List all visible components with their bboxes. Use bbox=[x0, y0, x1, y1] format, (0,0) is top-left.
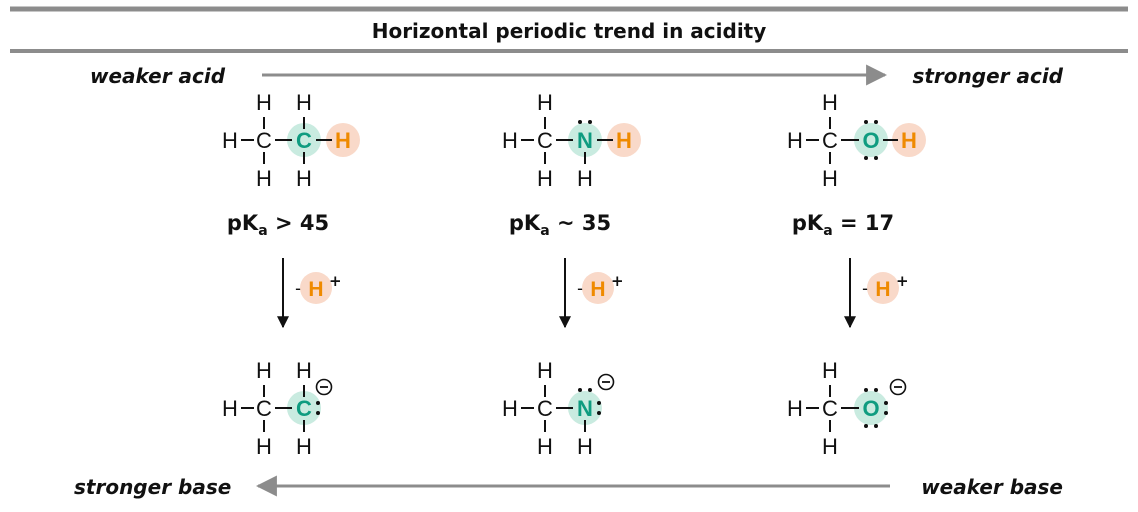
negative-charge-icon bbox=[597, 373, 615, 391]
hydrogen-atom-label: H bbox=[822, 166, 838, 191]
svg-text:pKa = 17: pKa = 17 bbox=[792, 211, 894, 239]
pka-label-methylamine: pKa ~ 35 bbox=[509, 211, 611, 239]
methylamide-anion-structure: H C H H N H bbox=[502, 358, 615, 459]
acidic-hydrogen-label: H bbox=[616, 128, 632, 153]
nitrogen-highlight bbox=[568, 391, 602, 425]
lone-pair-dots bbox=[578, 120, 592, 124]
proton-loss-label: - H + bbox=[577, 272, 624, 304]
svg-text:H: H bbox=[875, 278, 890, 301]
methoxide-anion-structure: H C H H O bbox=[787, 358, 907, 459]
carbon-highlight bbox=[287, 391, 321, 425]
pka-label-methane: pKa > 45 bbox=[227, 211, 329, 239]
svg-text:+: + bbox=[896, 272, 909, 290]
hydrogen-atom-label: H bbox=[787, 396, 803, 421]
oxygen-highlight bbox=[854, 123, 888, 157]
hydrogen-atom-label: H bbox=[537, 434, 553, 459]
stronger-acid-label: stronger acid bbox=[912, 64, 1063, 88]
proton-loss-label: - H + bbox=[862, 272, 909, 304]
hydrogen-atom-label: H bbox=[537, 90, 553, 115]
methanol-structure: H C H H O H bbox=[787, 90, 926, 191]
svg-text:H: H bbox=[590, 278, 605, 301]
hydrogen-atom-label: H bbox=[822, 358, 838, 383]
svg-text:-: - bbox=[295, 278, 302, 299]
hydrogen-atom-label: H bbox=[296, 358, 312, 383]
carbon-atom-label: C bbox=[256, 128, 272, 153]
nitrogen-highlight bbox=[568, 123, 602, 157]
carbon-atom-label: C bbox=[256, 396, 272, 421]
carbon-atom-label: C bbox=[537, 128, 553, 153]
hydrogen-atom-label: H bbox=[296, 434, 312, 459]
svg-text:pKa > 45: pKa > 45 bbox=[227, 211, 329, 239]
carbon-highlight bbox=[287, 123, 321, 157]
carbon-atom-label: C bbox=[822, 128, 838, 153]
svg-text:-: - bbox=[577, 278, 584, 299]
acidic-hydrogen-highlight bbox=[607, 123, 641, 157]
hydrogen-atom-label: H bbox=[822, 90, 838, 115]
methylamine-structure: H C H H N H H bbox=[502, 90, 641, 191]
hydrogen-atom-label: H bbox=[296, 166, 312, 191]
hydrogen-atom-label: H bbox=[296, 90, 312, 115]
proton-loss-label: - H + bbox=[295, 272, 342, 304]
svg-text:pKa ~ 35: pKa ~ 35 bbox=[509, 211, 611, 239]
carbon-atom-label: C bbox=[537, 396, 553, 421]
weaker-base-label: weaker base bbox=[921, 475, 1063, 499]
acidic-hydrogen-highlight bbox=[326, 123, 360, 157]
carbon-atom-label: C bbox=[822, 396, 838, 421]
hydrogen-atom-label: H bbox=[787, 128, 803, 153]
methyl-anion-structure: H C H H C H H bbox=[222, 358, 333, 459]
pka-label-methanol: pKa = 17 bbox=[792, 211, 894, 239]
acidic-hydrogen-label: H bbox=[335, 128, 351, 153]
hydrogen-atom-label: H bbox=[577, 434, 593, 459]
methane-structure: H C H H C H H H bbox=[222, 90, 360, 191]
svg-text:-: - bbox=[862, 278, 869, 299]
hydrogen-atom-label: H bbox=[256, 358, 272, 383]
hydrogen-atom-label: H bbox=[256, 434, 272, 459]
hydrogen-atom-label: H bbox=[222, 396, 238, 421]
lone-pair-dots bbox=[864, 120, 878, 160]
lone-pair-dots bbox=[864, 388, 888, 428]
negative-charge-icon bbox=[315, 378, 333, 396]
weaker-acid-label: weaker acid bbox=[90, 64, 226, 88]
diagram-title: Horizontal periodic trend in acidity bbox=[372, 19, 767, 43]
acidic-hydrogen-highlight bbox=[892, 123, 926, 157]
amide-nitrogen-label: N bbox=[577, 396, 593, 421]
hydrogen-atom-label: H bbox=[577, 166, 593, 191]
hydrogen-atom-label: H bbox=[256, 90, 272, 115]
hydrogen-atom-label: H bbox=[502, 128, 518, 153]
negative-charge-icon bbox=[889, 378, 907, 396]
acidic-hydrogen-label: H bbox=[901, 128, 917, 153]
oxygen-atom-label: O bbox=[862, 128, 879, 153]
alkoxide-oxygen-label: O bbox=[862, 396, 879, 421]
nitrogen-atom-label: N bbox=[577, 128, 593, 153]
hydrogen-atom-label: H bbox=[256, 166, 272, 191]
hydrogen-atom-label: H bbox=[222, 128, 238, 153]
carbanion-carbon-label: C bbox=[296, 396, 312, 421]
hydrogen-atom-label: H bbox=[502, 396, 518, 421]
hydrogen-atom-label: H bbox=[537, 358, 553, 383]
oxygen-highlight bbox=[854, 391, 888, 425]
hydrogen-atom-label: H bbox=[822, 434, 838, 459]
lone-pair-dots bbox=[316, 401, 320, 415]
svg-text:+: + bbox=[611, 272, 624, 290]
hydrogen-atom-label: H bbox=[537, 166, 553, 191]
svg-text:H: H bbox=[308, 278, 323, 301]
stronger-base-label: stronger base bbox=[74, 475, 231, 499]
lone-pair-dots bbox=[578, 388, 601, 415]
central-carbon-label: C bbox=[296, 128, 312, 153]
svg-text:+: + bbox=[329, 272, 342, 290]
